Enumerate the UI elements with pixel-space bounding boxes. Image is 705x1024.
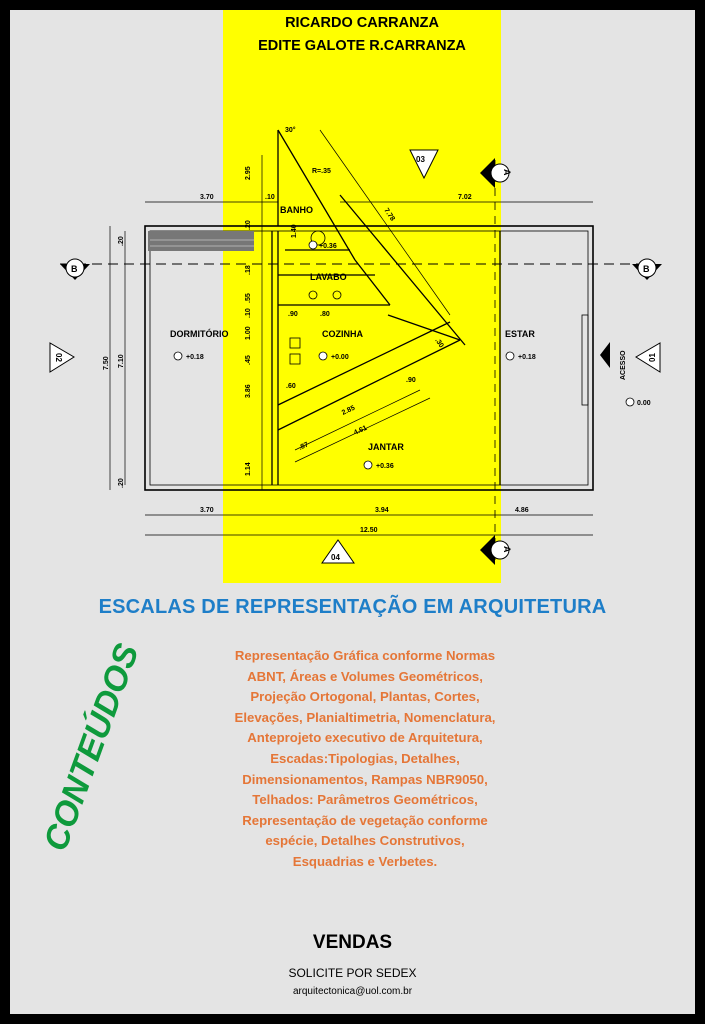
dim-461: 4.61 [353, 425, 368, 437]
dim-80: .80 [320, 311, 330, 318]
svg-text:A: A [502, 169, 512, 176]
contents-line: Dimensionamentos, Rampas NBR9050, [242, 771, 488, 787]
view-marker-01: 01 [635, 342, 661, 373]
level-estar: +0.18 [518, 354, 536, 361]
contents-line: Esquadrias e Verbetes. [292, 853, 438, 869]
author-2: EDITE GALOTE R.CARRANZA [258, 38, 466, 54]
dim-v-20: .20 [245, 220, 252, 230]
dim-285: 2.85 [341, 405, 356, 417]
dimension-lines [109, 129, 593, 536]
dim-140: 1.40 [291, 224, 298, 238]
headline: ESCALAS DE REPRESENTAÇÃO EM ARQUITETURA [98, 596, 607, 618]
room-dormitorio: DORMITÓRIO [170, 328, 229, 339]
dim-radius: R=.35 [312, 168, 331, 175]
dim-778: 7.78 [382, 207, 395, 222]
dim-top-left: 3.70 [200, 194, 214, 201]
view-marker-03: 03 [409, 149, 439, 180]
contents-line: ABNT, Áreas e Volumes Geométricos, [247, 668, 483, 684]
dim-v-45: .45 [245, 355, 252, 365]
window-east [581, 314, 589, 406]
dim-87: .87 [298, 441, 310, 452]
dim-v-386: 3.86 [245, 384, 252, 398]
section-marker-a-bottom: A [480, 535, 512, 565]
dim-90b: .90 [406, 377, 416, 384]
dim-top-small: .10 [265, 194, 275, 201]
level-jantar: +0.36 [376, 463, 394, 470]
contents-line: Projeção Ortogonal, Plantas, Cortes, [250, 689, 480, 705]
contents-line: Representação de vegetação conforme [242, 812, 488, 828]
contents-line: Telhados: Parâmetros Geométricos, [252, 792, 478, 808]
contents-line: Escadas:Tipologias, Detalhes, [270, 750, 460, 766]
dim-90a: .90 [288, 311, 298, 318]
section-marker-b-left: B [60, 258, 90, 280]
dim-left-inner: 7.10 [118, 354, 125, 368]
floor-plan-drawing: +0.18 +0.00 +0.18 +0.36 +0.36 0.00 BANHO… [49, 126, 662, 565]
svg-text:B: B [71, 264, 78, 274]
svg-text:B: B [643, 264, 650, 274]
svg-text:01: 01 [648, 353, 657, 362]
sales-title: VENDAS [312, 932, 393, 953]
room-estar: ESTAR [505, 329, 535, 339]
level-lavabo: +0.36 [319, 243, 337, 250]
section-marker-b-right: B [632, 258, 662, 280]
title-block-yellow [223, 10, 501, 583]
interior-walls [271, 129, 501, 485]
dim-v-55: .55 [245, 293, 252, 303]
author-1: RICARDO CARRANZA [285, 15, 439, 31]
contact-email[interactable]: arquitectonica@uol.com.br [292, 986, 413, 997]
contents-list: Representação Gráfica conforme Normas AB… [190, 646, 540, 873]
svg-text:04: 04 [331, 553, 340, 562]
svg-text:03: 03 [416, 155, 425, 164]
dim-top-right: 7.02 [458, 194, 472, 201]
dim-bottom-1: 3.70 [200, 507, 214, 514]
contents-line: espécie, Detalhes Construtivos, [265, 833, 465, 849]
access-arrow [600, 342, 610, 368]
room-jantar: JANTAR [368, 442, 404, 452]
level-cozinha: +0.00 [331, 354, 349, 361]
view-marker-04: 04 [321, 539, 355, 564]
svg-text:02: 02 [54, 353, 63, 362]
view-marker-02: 02 [49, 342, 75, 373]
dim-v-18: .18 [245, 265, 252, 275]
level-dormitorio: +0.18 [186, 354, 204, 361]
level-outside: 0.00 [637, 400, 651, 407]
authors: RICARDO CARRANZA EDITE GALOTE R.CARRANZA [223, 12, 501, 58]
svg-text:A: A [502, 546, 512, 553]
room-lavabo: LAVABO [310, 272, 347, 282]
section-marker-a-top: A [480, 158, 512, 188]
dim-v-114: 1.14 [245, 462, 252, 476]
room-cozinha: COZINHA [322, 329, 363, 339]
label-acesso: ACESSO [620, 350, 627, 380]
dim-left-total: 7.50 [103, 356, 110, 370]
contents-title: CONTEÚDOS [36, 638, 147, 856]
dim-angle: 30° [285, 126, 296, 134]
dim-30: .30 [433, 337, 444, 349]
dim-v-100: 1.00 [245, 326, 252, 340]
contents-line: Anteprojeto executivo de Arquitetura, [247, 730, 483, 746]
level-markers [173, 240, 635, 470]
room-banho: BANHO [280, 205, 313, 215]
dim-bottom-3: 4.86 [515, 507, 529, 514]
dim-v-10: .10 [245, 308, 252, 318]
dim-left-top: .20 [118, 236, 125, 246]
contents-line: Representação Gráfica conforme Normas [234, 648, 496, 663]
contents-line: Elevações, Planialtimetria, Nomenclatura… [234, 709, 496, 725]
hatched-wall [148, 231, 254, 251]
dim-v-295: 2.95 [245, 166, 252, 180]
sales-subtitle: SOLICITE POR SEDEX [288, 966, 417, 980]
fixtures [289, 230, 342, 365]
dim-bottom-total: 12.50 [360, 527, 378, 534]
poster-sheet: RICARDO CARRANZA EDITE GALOTE R.CARRANZA [10, 10, 695, 1014]
dim-60: .60 [286, 383, 296, 390]
dim-left-bottom: .20 [118, 478, 125, 488]
dim-bottom-2: 3.94 [375, 507, 389, 514]
